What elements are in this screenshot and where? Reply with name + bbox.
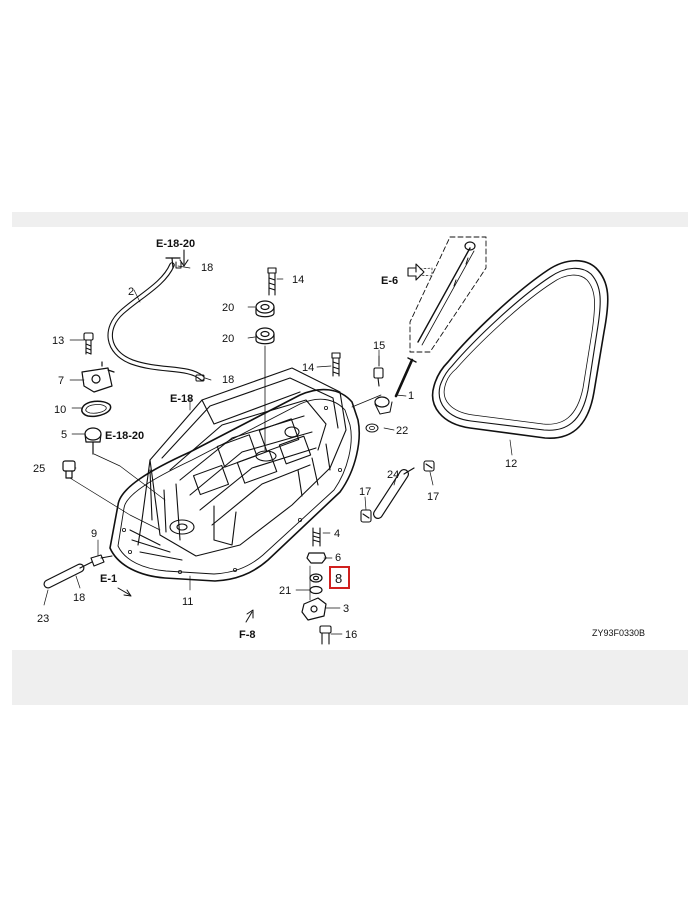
part-label-20-upper[interactable]: 20 <box>222 302 234 314</box>
part-label-21[interactable]: 21 <box>279 585 291 597</box>
part-13-bolt <box>83 332 94 355</box>
bottom-gray-band <box>12 650 688 705</box>
part-label-22[interactable]: 22 <box>396 425 408 437</box>
e6-arrow <box>407 263 433 281</box>
right-hose <box>373 467 415 519</box>
ref-e6[interactable]: E-6 <box>381 275 398 287</box>
highlight-box-part-8[interactable] <box>329 566 350 589</box>
part-label-4[interactable]: 4 <box>334 528 340 540</box>
labels: E-18-20 E-6 E-18 E-18-20 E-1 F-8 1 2 3 4… <box>33 238 645 641</box>
part-label-18-top[interactable]: 18 <box>201 262 213 274</box>
ref-e18-20-left[interactable]: E-18-20 <box>105 430 144 442</box>
part-label-17-left[interactable]: 17 <box>359 486 371 498</box>
e18-20-top-arrow <box>179 249 189 267</box>
ref-f8[interactable]: F-8 <box>239 629 256 641</box>
part-17-clamp-left <box>360 509 372 523</box>
part-14-stud-side <box>331 352 341 377</box>
part-20-seal-lower <box>255 327 275 345</box>
ref-e18-20-top[interactable]: E-18-20 <box>156 238 195 250</box>
part-18-connector-top <box>175 261 182 269</box>
part-label-10[interactable]: 10 <box>54 404 66 416</box>
diagram-code: ZY93F0330B <box>592 628 645 638</box>
part-5-cap <box>84 427 102 455</box>
part-20-seal-upper <box>255 300 275 318</box>
part-6-nut <box>306 552 327 564</box>
part-8-washer <box>309 573 323 583</box>
part-label-24[interactable]: 24 <box>387 469 399 481</box>
part-label-1[interactable]: 1 <box>408 390 414 402</box>
part-label-15[interactable]: 15 <box>373 340 385 352</box>
part-14-stud-top <box>267 267 277 296</box>
part-15-clip <box>373 355 384 387</box>
part-label-11[interactable]: 11 <box>182 596 193 608</box>
part-label-14-side[interactable]: 14 <box>302 362 314 374</box>
part-label-5[interactable]: 5 <box>61 429 67 441</box>
part-4-bolt <box>312 527 321 547</box>
part-25-plug <box>62 460 76 479</box>
engine-block-structure <box>129 367 347 561</box>
part-label-8-highlighted[interactable]: 8 <box>335 571 342 586</box>
e1-arrow <box>117 587 132 597</box>
dipstick-assembly <box>351 236 487 433</box>
part-label-16[interactable]: 16 <box>345 629 357 641</box>
part-label-3[interactable]: 3 <box>343 603 349 615</box>
part-18-connector-mid <box>195 374 205 382</box>
ref-e18[interactable]: E-18 <box>170 393 193 405</box>
part-17-clamp-right <box>423 460 435 472</box>
part-label-9[interactable]: 9 <box>91 528 97 540</box>
belt-loop <box>431 259 609 439</box>
part-label-23[interactable]: 23 <box>37 613 49 625</box>
breather-hose <box>107 257 205 381</box>
part-label-25[interactable]: 25 <box>33 463 45 475</box>
part-7-housing <box>81 361 115 393</box>
part-label-17-right[interactable]: 17 <box>427 491 439 503</box>
f8-arrow <box>245 609 254 623</box>
part-9-fitting <box>90 554 113 567</box>
part-16-bolt <box>319 625 332 645</box>
part-label-7[interactable]: 7 <box>58 375 64 387</box>
part-label-20-lower[interactable]: 20 <box>222 333 234 345</box>
part-21-oring <box>309 585 323 595</box>
leader-lines <box>43 265 513 635</box>
oil-pan-outline <box>109 388 360 582</box>
part-3-housing <box>301 597 327 621</box>
part-label-2[interactable]: 2 <box>128 286 134 298</box>
part-10-gasket <box>81 400 112 418</box>
part-label-12[interactable]: 12 <box>505 458 517 470</box>
top-gray-band <box>12 212 688 227</box>
part-label-13[interactable]: 13 <box>52 335 64 347</box>
part-label-6[interactable]: 6 <box>335 552 341 564</box>
part-23-hose <box>43 561 93 589</box>
pan-flange-holes <box>122 405 342 575</box>
ref-e1[interactable]: E-1 <box>100 573 117 585</box>
part-label-14-top[interactable]: 14 <box>292 274 304 286</box>
part-label-18-mid[interactable]: 18 <box>222 374 234 386</box>
part-label-18-bottom[interactable]: 18 <box>73 592 85 604</box>
